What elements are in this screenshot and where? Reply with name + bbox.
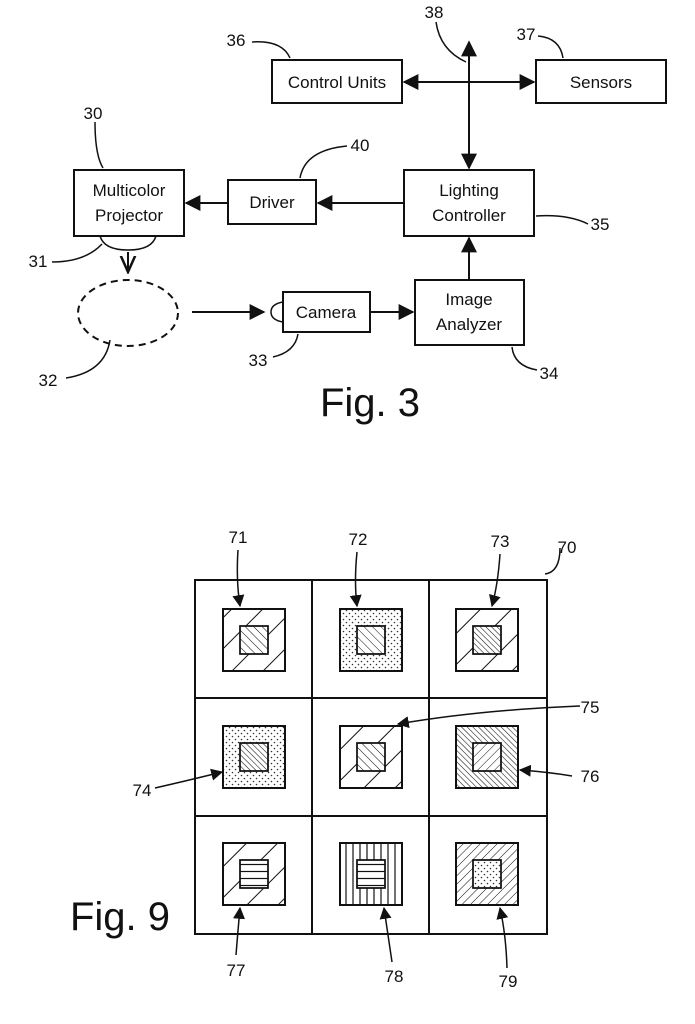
pattern-cell-76 xyxy=(455,725,519,789)
illuminated-scene-ellipse xyxy=(77,279,179,347)
leader-36 xyxy=(251,41,291,59)
pattern-cell-71 xyxy=(222,608,286,672)
lighting-label-line2: Controller xyxy=(432,206,506,225)
leader-79 xyxy=(496,906,509,969)
ref-73: 73 xyxy=(491,532,510,551)
driver-block xyxy=(227,179,317,225)
leader-30 xyxy=(94,121,104,169)
ref-74: 74 xyxy=(133,781,152,800)
ref-35: 35 xyxy=(591,215,610,234)
fig9-caption: Fig. 9 xyxy=(70,895,170,939)
control-units-block xyxy=(271,59,403,104)
ref-75: 75 xyxy=(581,698,600,717)
ref-30: 30 xyxy=(84,104,103,123)
multicolor-projector-block xyxy=(73,169,185,237)
control-units-label: Control Units xyxy=(288,73,386,92)
image-analyzer-block xyxy=(414,279,525,346)
sensors-label: Sensors xyxy=(570,73,632,92)
leader-31 xyxy=(51,243,103,263)
leader-72 xyxy=(349,551,362,608)
pattern-cell-79 xyxy=(455,842,519,906)
pattern-cell-72 xyxy=(339,608,403,672)
pattern-cell-78 xyxy=(339,842,403,906)
projector-lens-shape xyxy=(99,235,157,251)
lighting-label-line1: Lighting xyxy=(439,181,499,200)
leader-37 xyxy=(537,35,564,59)
camera-lens-shape xyxy=(270,301,284,323)
ref-70: 70 xyxy=(558,538,577,557)
lighting-controller-block xyxy=(403,169,535,237)
ref-36: 36 xyxy=(227,31,246,50)
camera-label: Camera xyxy=(296,303,357,322)
leader-34 xyxy=(511,346,538,371)
projector-label-line1: Multicolor xyxy=(93,181,166,200)
leader-40 xyxy=(299,145,348,179)
leader-75 xyxy=(396,705,581,729)
projector-label-line2: Projector xyxy=(95,206,163,225)
ref-40: 40 xyxy=(351,136,370,155)
leader-78 xyxy=(379,906,393,963)
fig3-caption: Fig. 3 xyxy=(320,381,420,425)
ref-31: 31 xyxy=(29,252,48,271)
ref-72: 72 xyxy=(349,530,368,549)
ref-79: 79 xyxy=(499,972,518,991)
ref-71: 71 xyxy=(229,528,248,547)
ref-77: 77 xyxy=(227,961,246,980)
leader-73 xyxy=(489,553,501,608)
driver-label: Driver xyxy=(249,193,295,212)
ref-78: 78 xyxy=(385,967,404,986)
analyzer-label-line2: Analyzer xyxy=(436,315,502,334)
pattern-cell-74 xyxy=(222,725,286,789)
fig9-diagram: 71 72 73 70 75 74 76 77 78 79 Fig. 9 xyxy=(70,528,599,991)
leader-71 xyxy=(232,549,245,608)
leader-70 xyxy=(544,547,561,575)
analyzer-label-line1: Image xyxy=(445,290,492,309)
pattern-cell-73 xyxy=(455,608,519,672)
fig3-diagram: Control Units Sensors Multicolor Project… xyxy=(29,3,667,425)
leader-38 xyxy=(435,21,467,63)
ref-33: 33 xyxy=(249,351,268,370)
leader-77 xyxy=(233,906,245,956)
pattern-cell-77 xyxy=(222,842,286,906)
leader-76 xyxy=(518,764,573,777)
leader-35 xyxy=(535,214,589,225)
pattern-cell-75 xyxy=(339,725,403,789)
leader-32 xyxy=(65,339,111,379)
ref-37: 37 xyxy=(517,25,536,44)
sensors-block xyxy=(535,59,667,104)
ref-34: 34 xyxy=(540,364,559,383)
ref-38: 38 xyxy=(425,3,444,22)
leader-33 xyxy=(272,333,299,358)
ref-76: 76 xyxy=(581,767,600,786)
leader-74 xyxy=(154,768,224,789)
ref-32: 32 xyxy=(39,371,58,390)
